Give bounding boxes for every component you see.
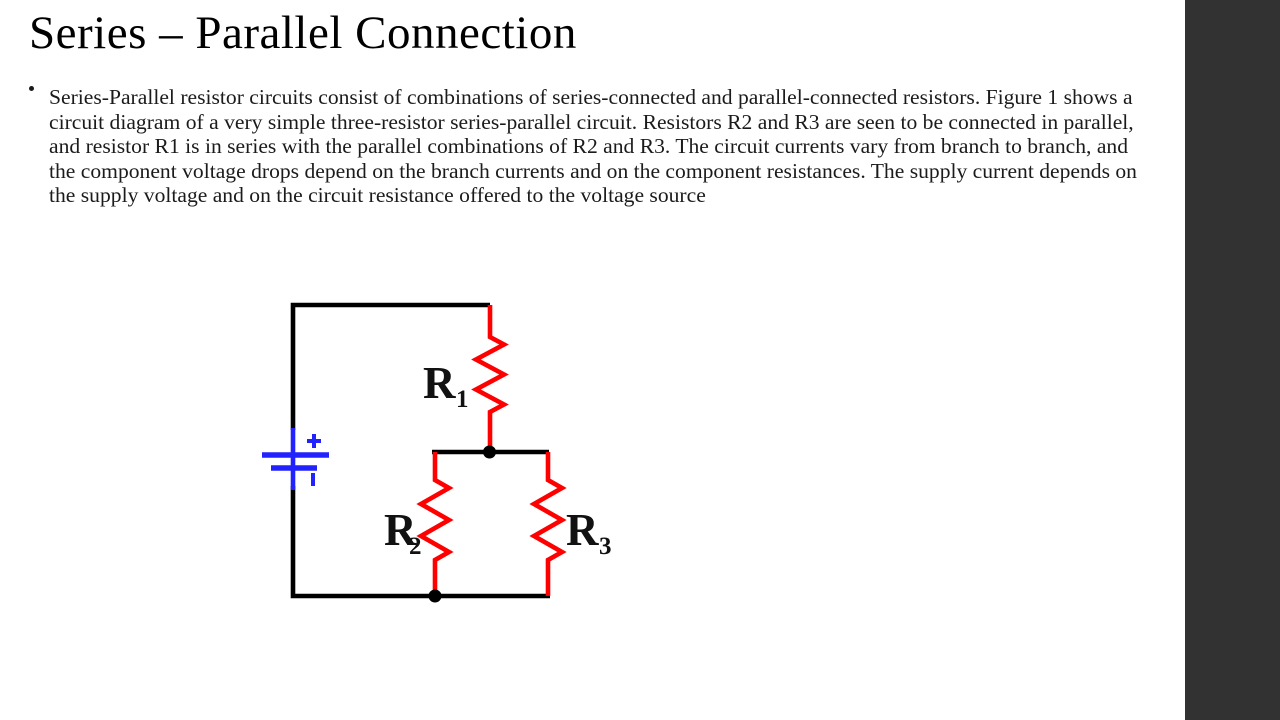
resistor-r1: [471, 305, 509, 452]
wire-top-left: [290, 302, 490, 430]
resistor-label-r2: R: [384, 505, 417, 555]
slide-canvas: Series – Parallel Connection Series-Para…: [29, 7, 1137, 603]
bullet-marker: [29, 86, 34, 91]
junction-node-top: [483, 445, 496, 459]
battery-plus-icon: [307, 434, 321, 448]
resistor-label-r3: R: [566, 505, 599, 555]
wire-bottom-left: [290, 486, 550, 599]
resistor-r3: [529, 452, 567, 596]
resistor-label-r1: R: [423, 358, 456, 408]
resistor-label-r1-subscript: 1: [456, 386, 469, 413]
junction-node-bottom: [428, 589, 442, 603]
resistor-r2: [416, 452, 454, 596]
resistor-label-r3-subscript: 3: [599, 533, 612, 560]
body-paragraph: Series-Parallel resistor circuits consis…: [49, 85, 1137, 207]
circuit-diagram: R 1 R 2 R 3: [262, 302, 612, 603]
resistor-label-r2-subscript: 2: [409, 533, 422, 560]
slide-title: Series – Parallel Connection: [29, 7, 577, 59]
app-background-panel: [1185, 0, 1280, 720]
